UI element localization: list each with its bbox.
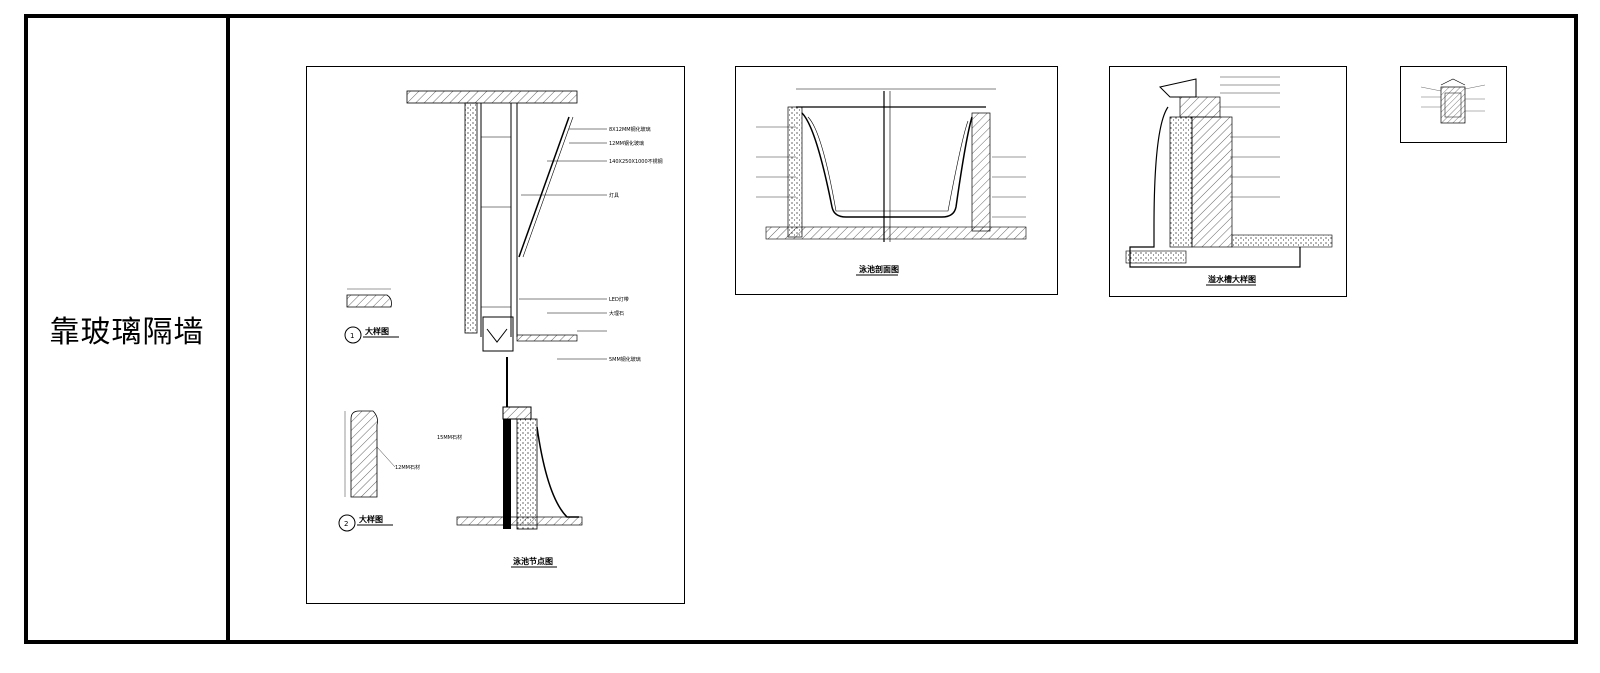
label-3: 灯具 [609,192,619,199]
drawing-frame [24,14,1578,644]
section-drawing-1: 8X12MM钢化玻璃 12MM钢化玻璃 140X250X1000不锈钢 灯具 L… [338,90,663,568]
label-1: 12MM钢化玻璃 [609,140,644,147]
detail-title-2: 大样图 [359,514,383,524]
label-0: 8X12MM钢化玻璃 [609,126,651,133]
marker-2: 2 [344,520,348,528]
section-drawing-3: 溢水槽大样图 [1125,76,1333,286]
label-7: 15MM石材 [437,434,462,441]
label-6: 5MM钢化玻璃 [609,356,641,363]
detail-sheet-4[interactable] [1400,66,1507,143]
marker-1: 1 [350,332,354,340]
sheet-title: 靠玻璃隔墙 [49,315,205,350]
sheet-1-caption: 泳池节点图 [513,556,553,566]
section-drawing-2: 泳池剖面图 [756,88,1027,276]
title-cell: 靠玻璃隔墙 [28,18,226,640]
label-5: 大理石 [609,310,624,317]
detail-sheet-2[interactable]: 泳池剖面图 [735,66,1058,295]
label-2: 140X250X1000不锈钢 [609,158,663,165]
detail-2-dim-label: 12MM石材 [395,464,420,471]
label-4: LED灯带 [609,296,629,303]
detail-sheet-1[interactable]: 8X12MM钢化玻璃 12MM钢化玻璃 140X250X1000不锈钢 灯具 L… [306,66,685,604]
detail-sheet-3[interactable]: 溢水槽大样图 [1109,66,1347,297]
frame-divider [226,14,230,644]
section-drawing-4 [1420,78,1486,124]
sheet-3-caption: 溢水槽大样图 [1208,274,1256,284]
detail-title-1: 大样图 [365,326,389,336]
sheet-2-caption: 泳池剖面图 [859,264,899,274]
